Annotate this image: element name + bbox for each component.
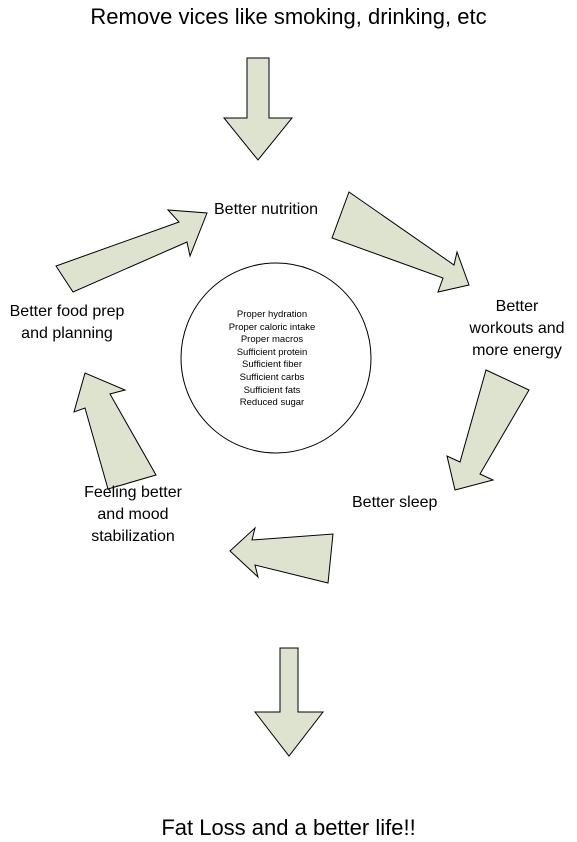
stage-feeling-better: Feeling better and mood stabilization bbox=[72, 482, 194, 548]
arrow-workouts-to-sleep bbox=[446, 369, 530, 491]
arrow-sleep-to-feeling bbox=[229, 526, 334, 584]
top-down-arrow bbox=[222, 57, 294, 161]
center-item-macros: Proper macros bbox=[240, 334, 304, 346]
stage-better-workouts-line-2: workouts and bbox=[469, 320, 565, 337]
center-item-protein: Sufficient protein bbox=[236, 346, 308, 358]
stage-better-food-prep-line-1: Better food prep bbox=[9, 303, 125, 320]
center-list: Proper hydration Proper caloric intake P… bbox=[197, 309, 347, 410]
center-item-hydration: Proper hydration bbox=[236, 309, 308, 320]
center-item-caloric-intake: Proper caloric intake bbox=[228, 321, 316, 333]
stage-feeling-better-line-1: Feeling better bbox=[84, 484, 182, 501]
stage-better-nutrition-label: Better nutrition bbox=[214, 201, 319, 218]
stage-better-workouts: Better workouts and more energy bbox=[458, 296, 576, 362]
stage-better-workouts-line-1: Better bbox=[495, 298, 539, 315]
stage-better-sleep: Better sleep bbox=[352, 492, 437, 514]
stage-feeling-better-line-3: stabilization bbox=[91, 528, 175, 545]
stage-better-food-prep-line-2: and planning bbox=[21, 325, 113, 342]
bottom-heading: Fat Loss and a better life!! bbox=[161, 815, 416, 840]
center-item-fats: Sufficient fats bbox=[243, 384, 301, 396]
center-item-sugar: Reduced sugar bbox=[239, 397, 305, 409]
stage-better-workouts-line-3: more energy bbox=[472, 342, 562, 359]
arrow-foodprep-to-nutrition bbox=[55, 209, 208, 293]
center-item-fiber: Sufficient fiber bbox=[241, 359, 303, 371]
center-item-carbs: Sufficient carbs bbox=[239, 371, 305, 383]
top-heading: Remove vices like smoking, drinking, etc bbox=[90, 4, 487, 29]
arrow-feeling-to-foodprep bbox=[73, 372, 157, 490]
stage-better-nutrition: Better nutrition bbox=[214, 199, 318, 221]
bottom-down-arrow bbox=[253, 647, 325, 757]
arrow-nutrition-to-workouts bbox=[331, 191, 470, 293]
stage-feeling-better-line-2: and mood bbox=[97, 506, 169, 523]
center-circle bbox=[180, 262, 372, 454]
stage-better-sleep-label: Better sleep bbox=[352, 494, 438, 511]
stage-better-food-prep: Better food prep and planning bbox=[0, 301, 134, 345]
